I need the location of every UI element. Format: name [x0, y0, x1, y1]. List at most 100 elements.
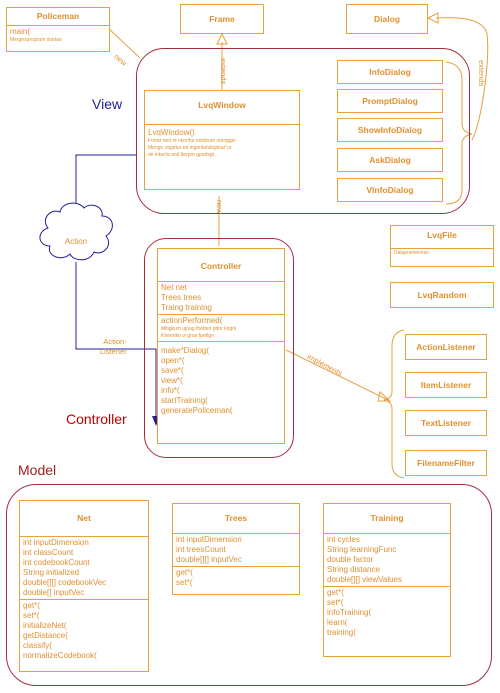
- filename-filter-interface[interactable]: FilenameFilter: [405, 450, 487, 476]
- implements-line: [285, 349, 389, 401]
- training-method: learn(: [327, 618, 348, 627]
- training-method: infoTraining(: [327, 608, 372, 617]
- training-field: double factor: [327, 555, 374, 564]
- controller-method: generatePoliceman(: [161, 406, 233, 415]
- controller-method: save*(: [161, 366, 184, 375]
- action-listener-label-text: Action- Listener: [100, 337, 127, 356]
- net-title: Net: [77, 513, 91, 523]
- net-method: initializeNet(: [23, 621, 67, 630]
- text-listener-interface[interactable]: TextListener: [405, 410, 487, 436]
- net-method: normalizeCodebook(: [23, 651, 97, 660]
- ask-dialog-title: AskDialog: [369, 155, 411, 165]
- show-info-dialog-title: ShowInfoDialog: [357, 125, 423, 135]
- show-info-dialog-class[interactable]: ShowInfoDialog: [337, 118, 443, 142]
- policeman-title: Policeman: [36, 11, 80, 21]
- net-field: int inputDimension: [23, 538, 89, 547]
- lvq-file-class[interactable]: LvqFile Dalapnerelvnas: [390, 225, 494, 267]
- lvq-random-title: LvqRandom: [417, 290, 467, 300]
- controller-method: make*Dialog(: [161, 346, 210, 355]
- controller-field: Traing training: [161, 303, 212, 312]
- listener-group-brace: [383, 329, 405, 479]
- controller-note-line: Kheertkn vi gnar fpetlgn: [161, 333, 214, 339]
- trees-method: set*(: [176, 578, 193, 587]
- vinfo-dialog-title: VInfoDialog: [366, 185, 414, 195]
- frame-title: Frame: [209, 14, 235, 24]
- lvq-file-title: LvqFile: [427, 230, 457, 240]
- controller-title: Controller: [200, 261, 242, 271]
- training-method: get*(: [327, 588, 344, 597]
- training-title: Training: [370, 513, 404, 523]
- controller-method: open*(: [161, 356, 185, 365]
- prompt-dialog-title: PromptDialog: [362, 96, 418, 106]
- training-method: set*(: [327, 598, 344, 607]
- training-field: double[][] viewValues: [327, 575, 403, 584]
- action-cloud-label: Action: [64, 237, 88, 246]
- ask-dialog-class[interactable]: AskDialog: [337, 148, 443, 172]
- action-listener-interface[interactable]: ActionListener: [405, 334, 487, 360]
- controller-region-label: Controller: [66, 411, 127, 427]
- net-method: set*(: [23, 611, 40, 620]
- prompt-dialog-class[interactable]: PromptDialog: [337, 89, 443, 113]
- model-region-label: Model: [18, 462, 57, 478]
- lvq-window-note-line: Mengn vagetur ed ingenlahdsgmar"ur: [148, 145, 232, 151]
- training-class[interactable]: Training int cycles String learningFunc …: [323, 503, 451, 657]
- controller-method: startTraining(: [161, 396, 208, 405]
- training-field: String distance: [327, 565, 380, 574]
- dialog-class[interactable]: Dialog: [346, 4, 428, 34]
- net-class[interactable]: Net int inputDimension int classCount in…: [19, 500, 149, 672]
- trees-field: int inputDimension: [176, 535, 242, 544]
- policeman-class[interactable]: Policeman main( Mergesprogram startas: [6, 7, 110, 52]
- net-field: int codebookCount: [23, 558, 90, 567]
- policeman-note: Mergesprogram startas: [10, 37, 62, 43]
- controller-field: Trees trees: [161, 293, 202, 302]
- training-field: int cycles: [327, 535, 360, 544]
- policeman-method: main(: [10, 27, 31, 36]
- net-method: get*(: [23, 601, 40, 610]
- vinfo-dialog-class[interactable]: VInfoDialog: [337, 178, 443, 202]
- lvq-random-class[interactable]: LvqRandom: [390, 282, 494, 308]
- item-listener-interface[interactable]: ItemListener: [405, 372, 487, 398]
- model-region: [6, 484, 492, 686]
- view-region: [136, 48, 470, 214]
- info-dialog-class[interactable]: InfoDialog: [337, 60, 443, 84]
- net-field: double[] inputVec: [23, 588, 85, 597]
- trees-field: double[][] inputVec: [176, 555, 242, 564]
- trees-method: get*(: [176, 568, 193, 577]
- info-dialog-title: InfoDialog: [369, 67, 411, 77]
- training-field: String learningFunc: [327, 545, 397, 554]
- new-policeman-line: [107, 27, 141, 59]
- controller-note-line: Mitigkum ujnag thetten gdnr kngrk: [161, 326, 237, 332]
- new-view-controller-label: new: [215, 200, 224, 214]
- lvq-window-class[interactable]: LvqWindow LvqWindow() Fortar ned nt nkon…: [144, 90, 300, 190]
- trees-title: Trees: [224, 513, 248, 523]
- lvq-window-note-line: de inkerla and lterpm gpodsgt.: [148, 152, 216, 158]
- implements-arrowhead: [377, 391, 392, 402]
- dialog-title: Dialog: [374, 14, 400, 24]
- action-cloud-shape: [39, 202, 113, 261]
- extends-frame-label: extends: [219, 58, 228, 85]
- net-field: String initialized: [23, 568, 80, 577]
- action-listener-title: ActionListener: [416, 342, 476, 352]
- trees-class[interactable]: Trees int inputDimension int treesCount …: [172, 503, 300, 595]
- trees-field: int treesCount: [176, 545, 226, 554]
- training-method: training(: [327, 628, 356, 637]
- lvq-window-title: LvqWindow: [198, 100, 246, 110]
- controller-method: info*(: [161, 386, 180, 395]
- controller-method: view*(: [161, 376, 183, 385]
- lvq-window-note-line: Fortar ned nt nkonhu unhtkum omngger: [148, 138, 237, 144]
- filename-filter-title: FilenameFilter: [417, 458, 475, 468]
- extends-dialog-label: extends: [477, 60, 486, 87]
- extends-dialog-arrowhead: [426, 12, 439, 24]
- controller-class[interactable]: Controller Net net Trees trees Traing tr…: [157, 248, 285, 444]
- frame-class[interactable]: Frame: [180, 4, 264, 34]
- text-listener-title: TextListener: [421, 418, 471, 428]
- item-listener-title: ItemListener: [420, 380, 472, 390]
- extends-dialog-line: [435, 17, 489, 141]
- view-region-label: View: [92, 96, 123, 112]
- controller-field: Net net: [161, 283, 187, 292]
- controller-method: actionPerformed(: [161, 316, 223, 325]
- action-to-controller-line: [75, 262, 157, 420]
- action-listener-label: Action- Listener: [100, 337, 127, 357]
- net-method: classify(: [23, 641, 52, 650]
